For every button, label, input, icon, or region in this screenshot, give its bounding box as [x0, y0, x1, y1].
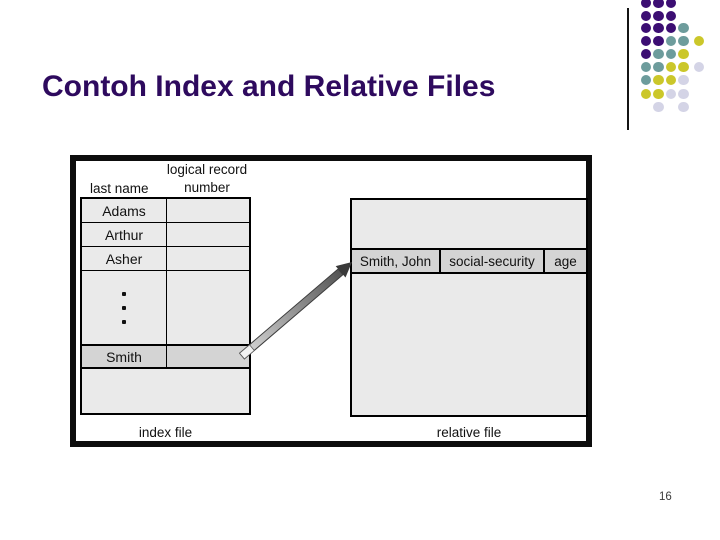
col-header-logical-record: logical record — [166, 162, 248, 177]
index-table-row: Asher — [82, 247, 249, 271]
index-cell-number — [167, 247, 249, 270]
record-cell-name: Smith, John — [352, 250, 441, 272]
decor-dot — [653, 101, 664, 113]
decor-dot — [653, 88, 664, 100]
index-cell-name: Asher — [82, 247, 167, 270]
index-cell-name: Arthur — [82, 223, 167, 246]
record-row: Smith, John social-security age — [352, 248, 586, 274]
decor-dot — [653, 0, 664, 9]
decor-dot — [640, 22, 652, 34]
decor-dot — [640, 74, 652, 86]
vertical-ellipsis-icon — [82, 271, 167, 344]
index-cell-name: Adams — [82, 199, 167, 222]
decor-dot — [653, 22, 664, 34]
decor-dot — [665, 22, 677, 34]
index-table-row: Arthur — [82, 223, 249, 247]
decor-dot — [665, 48, 677, 60]
decor-dot — [665, 35, 677, 47]
decor-dot — [653, 10, 664, 22]
index-table-empty-row — [82, 369, 249, 413]
decor-dot — [678, 35, 689, 47]
decor-dot — [653, 35, 664, 47]
index-table-highlight-row: Smith — [82, 344, 249, 369]
index-table: Adams Arthur Asher Smith — [80, 197, 251, 415]
record-cell-social-security: social-security — [441, 250, 545, 272]
decor-dot — [665, 61, 677, 73]
index-cell-number — [167, 271, 249, 344]
decor-dot — [693, 61, 705, 73]
diagram-frame: logical record number last name Adams Ar… — [70, 155, 592, 447]
relative-file-caption: relative file — [436, 425, 502, 440]
decor-dot — [678, 48, 689, 60]
index-cell-number-highlight — [167, 346, 249, 367]
decor-dot — [640, 88, 652, 100]
slide-title: Contoh Index and Relative Files — [42, 70, 496, 103]
col-header-number: number — [184, 180, 230, 195]
index-table-ellipsis-row — [82, 271, 249, 344]
decor-dot — [665, 74, 677, 86]
decor-dot — [640, 48, 652, 60]
decor-dot — [678, 74, 689, 86]
decor-dot — [640, 35, 652, 47]
page-number: 16 — [659, 491, 672, 503]
decor-dot — [665, 0, 677, 9]
decor-vertical-line — [627, 8, 629, 130]
decor-dot — [665, 88, 677, 100]
decor-dot — [653, 74, 664, 86]
decor-dot — [640, 61, 652, 73]
decor-dot — [665, 10, 677, 22]
col-header-last-name: last name — [90, 181, 149, 196]
decor-dot — [653, 48, 664, 60]
decor-dot — [678, 22, 689, 34]
decor-dot — [678, 101, 689, 113]
index-cell-name-highlight: Smith — [82, 346, 167, 367]
decor-dot — [653, 61, 664, 73]
decor-dot — [640, 10, 652, 22]
index-table-row: Adams — [82, 199, 249, 223]
decor-dot — [678, 88, 689, 100]
relative-table: Smith, John social-security age — [350, 198, 588, 417]
decor-dot — [693, 35, 705, 47]
index-cell-number — [167, 199, 249, 222]
index-cell-number — [167, 223, 249, 246]
decor-dot — [640, 0, 652, 9]
record-cell-age: age — [554, 253, 577, 269]
index-file-caption: index file — [138, 425, 193, 440]
decor-dot — [678, 61, 689, 73]
